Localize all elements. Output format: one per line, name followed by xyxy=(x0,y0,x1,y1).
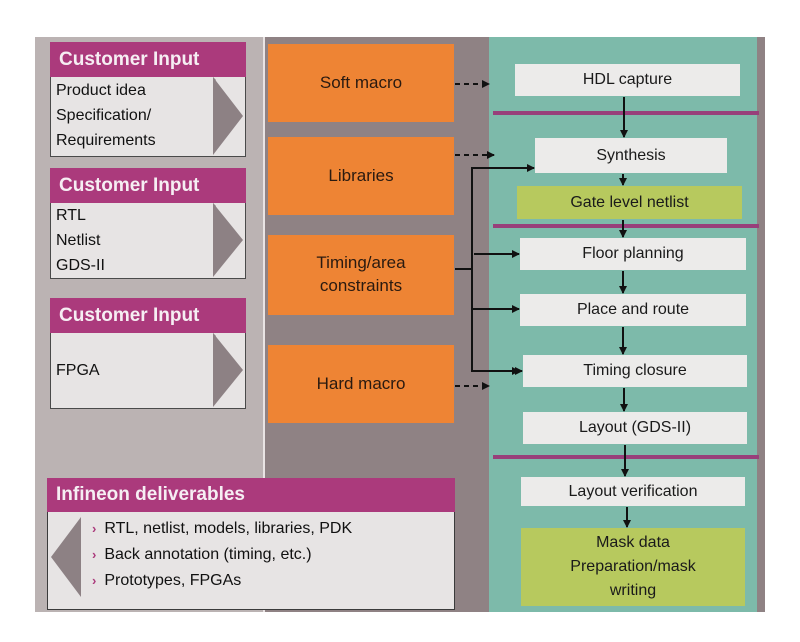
deliverables-item-text: Back annotation (timing, etc.) xyxy=(104,546,312,563)
deliverables-body: › RTL, netlist, models, libraries, PDK › B… xyxy=(47,512,455,610)
flow-step-layout-verification: Layout verification xyxy=(521,477,745,506)
flow-step-label: Layout verification xyxy=(568,482,698,500)
arrow-left-icon xyxy=(51,517,81,597)
customer-input-body: FPGA xyxy=(50,333,246,409)
flow-step-place-and-route: Place and route xyxy=(520,294,746,326)
flow-output-mask-data: Mask data Preparation/mask writing xyxy=(521,528,745,606)
flow-step-label-line: Mask data xyxy=(596,534,670,551)
deliverables-item-text: RTL, netlist, models, libraries, PDK xyxy=(104,520,353,537)
flow-step-floor-planning: Floor planning xyxy=(520,238,746,270)
flow-step-timing-closure: Timing closure xyxy=(523,355,747,387)
bullet-icon: › xyxy=(92,573,97,588)
ip-block-timing-area-constraints: Timing/area constraints xyxy=(268,235,454,315)
deliverables-item: › Back annotation (timing, etc.) xyxy=(92,542,352,568)
customer-input-line: RTL xyxy=(56,207,86,224)
deliverables-item: › Prototypes, FPGAs xyxy=(92,568,352,594)
ip-block-label-line: constraints xyxy=(319,276,403,295)
customer-input-card-2: Customer Input RTL Netlist GDS-II xyxy=(50,168,246,279)
customer-input-card-3: Customer Input FPGA xyxy=(50,298,246,409)
flow-step-hdl-capture: HDL capture xyxy=(515,64,740,96)
ip-block-label: Libraries xyxy=(328,165,394,185)
flow-step-label: Synthesis xyxy=(596,146,666,164)
customer-input-body: Product idea Specification/ Requirements xyxy=(50,77,246,157)
flow-step-label: Layout (GDS-II) xyxy=(578,419,692,436)
stage-separator xyxy=(493,111,759,115)
customer-input-line: Specification/ xyxy=(56,107,152,124)
bullet-icon: › xyxy=(92,547,97,562)
customer-input-line: Netlist xyxy=(56,232,101,249)
flow-output-gate-level-netlist: Gate level netlist xyxy=(517,186,742,219)
customer-input-line: FPGA xyxy=(56,362,100,379)
flow-step-label: Gate level netlist xyxy=(570,193,689,211)
ip-block-libraries: Libraries xyxy=(268,137,454,215)
arrow-right-icon xyxy=(213,333,245,408)
ip-block-label-line: Timing/area xyxy=(316,253,406,273)
flow-step-label-line: Preparation/mask xyxy=(570,558,696,575)
arrow-right-icon xyxy=(213,203,245,278)
deliverables-list: › RTL, netlist, models, libraries, PDK › B… xyxy=(92,516,352,594)
flow-step-synthesis: Synthesis xyxy=(535,138,727,173)
deliverables-item-text: Prototypes, FPGAs xyxy=(104,572,242,589)
customer-input-title: Customer Input xyxy=(50,42,246,77)
flow-step-layout-gds-ii: Layout (GDS-II) xyxy=(523,412,747,444)
deliverables-title: Infineon deliverables xyxy=(47,478,455,512)
infineon-deliverables-card: Infineon deliverables › RTL, netlist, mod… xyxy=(47,478,455,610)
customer-input-line: GDS-II xyxy=(56,257,105,274)
flow-step-label: Floor planning xyxy=(582,245,684,262)
customer-input-title: Customer Input xyxy=(50,168,246,203)
flow-step-label: Place and route xyxy=(576,301,690,318)
customer-input-card-1: Customer Input Product idea Specificatio… xyxy=(50,42,246,157)
arrow-right-icon xyxy=(213,77,245,156)
customer-input-body: RTL Netlist GDS-II xyxy=(50,203,246,279)
customer-input-title: Customer Input xyxy=(50,298,246,333)
stage-separator xyxy=(493,455,759,459)
stage-separator xyxy=(493,224,759,228)
deliverables-item: › RTL, netlist, models, libraries, PDK xyxy=(92,516,352,542)
ip-block-hard-macro: Hard macro xyxy=(268,345,454,423)
customer-input-line: Requirements xyxy=(56,132,156,149)
customer-input-line: Product idea xyxy=(56,82,146,99)
bullet-icon: › xyxy=(92,521,97,536)
ip-block-label: Soft macro xyxy=(319,72,403,92)
flow-step-label-line: writing xyxy=(609,582,657,599)
ip-block-label: Hard macro xyxy=(316,373,406,393)
ip-block-soft-macro: Soft macro xyxy=(268,44,454,122)
flow-step-label: HDL capture xyxy=(582,71,673,88)
flow-step-label: Timing closure xyxy=(583,362,687,379)
